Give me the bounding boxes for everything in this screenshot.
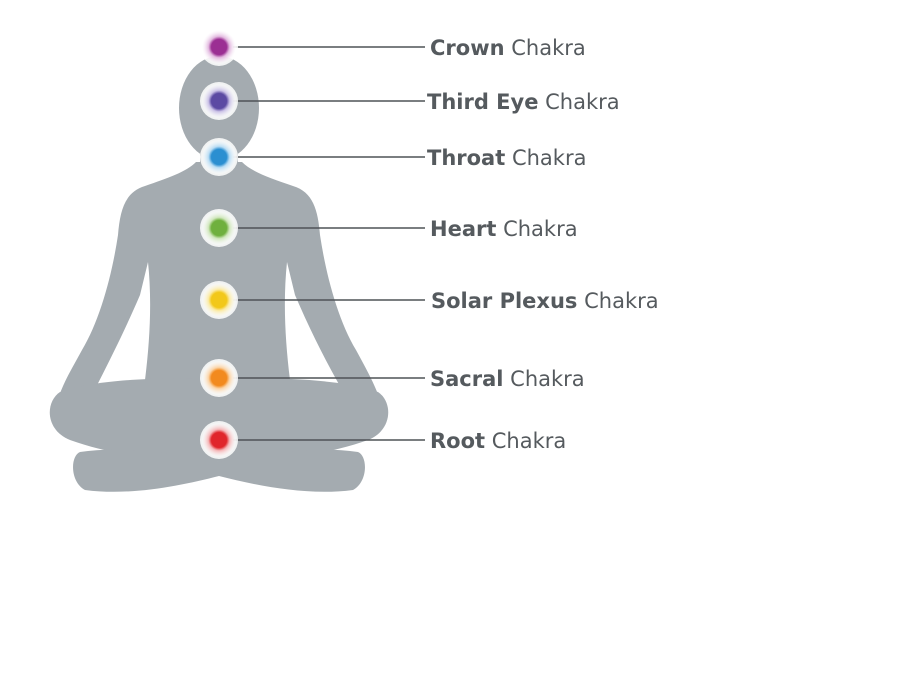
throat-chakra-label: Throat Chakra [427, 146, 586, 170]
solar-plexus-chakra-suffix: Chakra [577, 289, 658, 313]
crown-chakra-name: Crown [430, 36, 505, 60]
crown-chakra-suffix: Chakra [505, 36, 586, 60]
solar-plexus-chakra-dot [202, 283, 236, 317]
figure-legs [49, 378, 389, 462]
heart-chakra-dot [202, 211, 236, 245]
root-chakra-label: Root Chakra [430, 429, 566, 453]
third-eye-chakra-dot [202, 84, 236, 118]
solar-plexus-chakra-label: Solar Plexus Chakra [431, 289, 659, 313]
sacral-chakra-name: Sacral [430, 367, 503, 391]
heart-chakra-label: Heart Chakra [430, 217, 578, 241]
throat-chakra-suffix: Chakra [505, 146, 586, 170]
throat-chakra-name: Throat [427, 146, 505, 170]
throat-chakra-dot [202, 140, 236, 174]
crown-chakra-dot [202, 30, 236, 64]
crown-chakra-label: Crown Chakra [430, 36, 586, 60]
root-chakra-suffix: Chakra [485, 429, 566, 453]
sacral-chakra-label: Sacral Chakra [430, 367, 585, 391]
heart-chakra-name: Heart [430, 217, 496, 241]
heart-chakra-suffix: Chakra [496, 217, 577, 241]
root-chakra-name: Root [430, 429, 485, 453]
sacral-chakra-dot [202, 361, 236, 395]
third-eye-chakra-label: Third Eye Chakra [427, 90, 620, 114]
sacral-chakra-suffix: Chakra [503, 367, 584, 391]
third-eye-chakra-suffix: Chakra [538, 90, 619, 114]
figure-feet [73, 449, 365, 492]
third-eye-chakra-name: Third Eye [427, 90, 538, 114]
root-chakra-dot [202, 423, 236, 457]
solar-plexus-chakra-name: Solar Plexus [431, 289, 577, 313]
